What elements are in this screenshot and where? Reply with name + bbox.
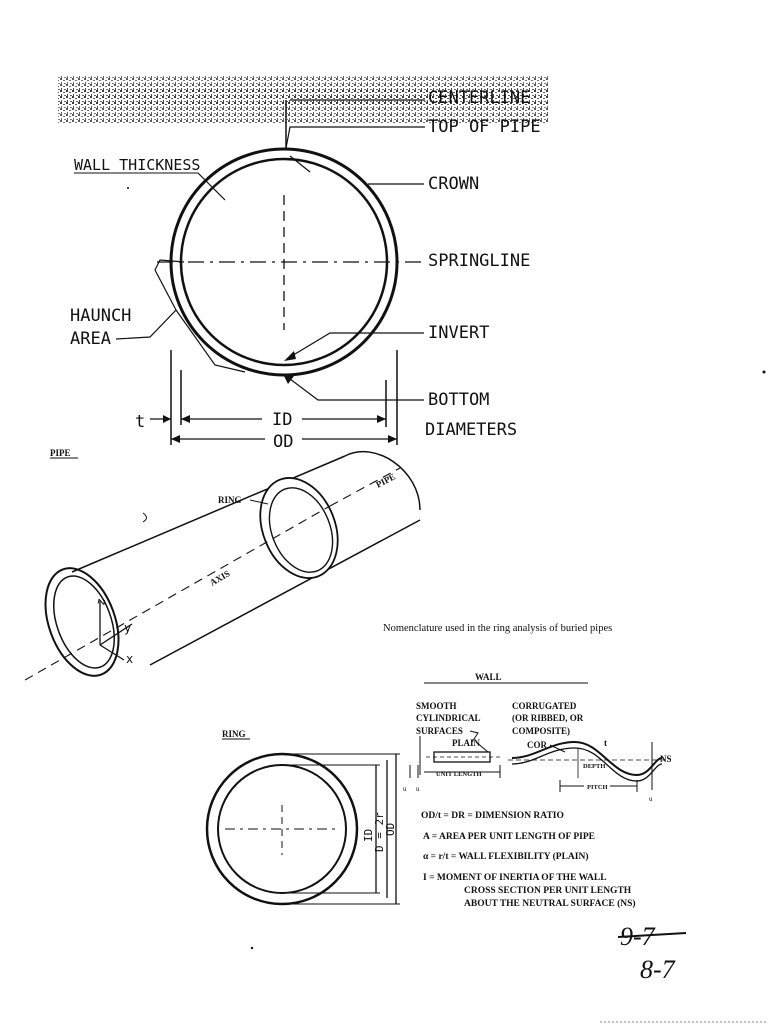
- or-ribbed-label: (OR RIBBED, OR: [512, 713, 584, 723]
- ring-od-label: OD: [384, 823, 397, 836]
- ring-id-label: ID: [362, 829, 375, 842]
- definition-inertia-3: ABOUT THE NEUTRAL SURFACE (NS): [464, 898, 636, 909]
- pipe-axis-line: [24, 505, 331, 681]
- pipe-end-outer: [44, 567, 120, 677]
- depth-label: DEPTH: [583, 763, 605, 770]
- definition-inertia-2: CROSS SECTION PER UNIT LENGTH: [464, 886, 632, 896]
- invert-label: INVERT: [428, 323, 489, 343]
- pipe-bottom-edge: [149, 519, 421, 666]
- crown-label: CROWN: [428, 174, 479, 194]
- unit-length-label: UNIT LENGTH: [436, 771, 482, 778]
- composite-label: COMPOSITE): [512, 726, 570, 736]
- cross-section-figure: CENTERLINE TOP OF PIPE WALL THICKNESS CR…: [58, 75, 548, 452]
- surfaces-label: SURFACES: [416, 726, 463, 736]
- y-label: y: [124, 621, 131, 635]
- cylindrical-label: CYLINDRICAL: [416, 713, 481, 723]
- wave-t-label: t: [604, 738, 607, 748]
- pipe-top-edge: [71, 455, 346, 573]
- wall-figure: WALL SMOOTH CYLINDRICAL SURFACES PLAIN C…: [403, 672, 672, 803]
- ns-label: NS: [660, 754, 672, 764]
- pipe-ring-outer: [259, 477, 339, 579]
- cor-label: COR: [527, 740, 548, 750]
- x-axis: [99, 644, 125, 661]
- definition-dr: OD/t = DR = DIMENSION RATIO: [421, 811, 564, 821]
- t-label: t: [135, 412, 145, 432]
- haunch-label: HAUNCH: [70, 306, 131, 326]
- pipe-end-inner: [53, 575, 115, 669]
- figure-caption: Nomenclature used in the ring analysis o…: [383, 623, 612, 634]
- pipe-figure: PIPE z y x RING PIPE AXIS: [24, 448, 421, 681]
- current-page-number: 8-7: [640, 955, 676, 984]
- diameters-label: DIAMETERS: [425, 420, 517, 440]
- wall-thickness-label: WALL THICKNESS: [74, 156, 200, 174]
- ring-figure: RING ID D = 2r OD: [205, 729, 400, 906]
- definitions-list: OD/t = DR = DIMENSION RATIO A = AREA PER…: [421, 811, 636, 909]
- top-of-pipe-label: TOP OF PIPE: [428, 117, 541, 137]
- y-axis: [99, 623, 133, 646]
- svg-text:u: u: [416, 785, 420, 793]
- plain-label: PLAIN: [452, 738, 481, 748]
- wall-label: WALL: [475, 672, 502, 682]
- definition-inertia: I = MOMENT OF INERTIA OF THE WALL: [423, 873, 607, 883]
- ring-d-label: D = 2r: [373, 812, 386, 852]
- corrugation-wave: [511, 740, 663, 777]
- haunch-bracket: [115, 259, 185, 340]
- page-number: 9-7 8-7: [617, 922, 687, 984]
- pipe-ring-inner: [268, 487, 334, 573]
- od-dimension-label: OD: [273, 432, 293, 452]
- strike-line: [617, 932, 687, 938]
- area-label: AREA: [70, 329, 111, 349]
- corrugated-label: CORRUGATED: [512, 701, 577, 711]
- x-label: x: [126, 652, 133, 666]
- ring-title: RING: [222, 729, 246, 739]
- axis-label: AXIS: [208, 568, 232, 587]
- definition-flexibility: α = r/t = WALL FLEXIBILITY (PLAIN): [423, 851, 589, 862]
- pipe-label: PIPE: [374, 471, 397, 489]
- smooth-label: SMOOTH: [416, 701, 457, 711]
- springline-label: SPRINGLINE: [428, 251, 530, 271]
- ring-label: RING: [218, 495, 242, 505]
- pipe-title: PIPE: [50, 448, 71, 458]
- svg-text:u: u: [649, 795, 653, 803]
- bottom-label: BOTTOM: [428, 390, 489, 410]
- svg-text:u: u: [403, 785, 407, 793]
- id-dimension-label: ID: [272, 410, 292, 430]
- centerline-label: CENTERLINE: [428, 88, 530, 108]
- z-label: z: [93, 597, 108, 607]
- pitch-label: PITCH: [587, 784, 608, 791]
- definition-area: A = AREA PER UNIT LENGTH OF PIPE: [423, 832, 595, 842]
